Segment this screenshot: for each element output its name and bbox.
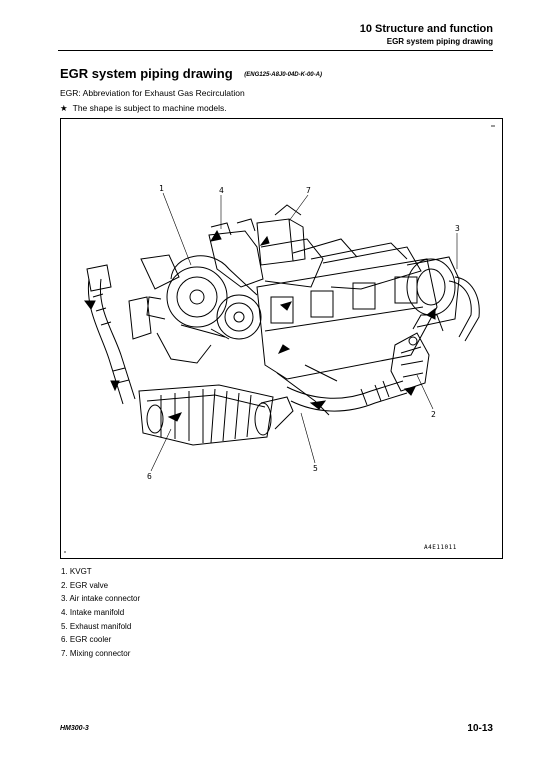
legend-item: 5. Exhaust manifold [61,621,132,631]
egr-piping-drawing: 1 4 7 3 2 5 6 [64,125,495,553]
legend-item: 7. Mixing connector [61,649,131,659]
left-egr-pipe [84,264,136,405]
mixing-connector [256,204,306,266]
egr-valve [390,332,430,396]
shape-note: ★ The shape is subject to machine models. [60,103,227,114]
callout-6: 6 [147,472,152,481]
intake-manifold [208,218,422,290]
callout-2: 2 [431,410,436,419]
page-title-code: (ENG125-A8J0-04D-K-00-A) [244,71,322,78]
legend-item: 2. EGR valve [61,580,109,590]
exhaust-manifold [256,258,438,416]
callout-3: 3 [455,224,460,233]
callout-4: 4 [219,186,224,195]
page-number: 10-13 [467,723,493,734]
star-icon: ★ [60,103,68,113]
legend-item: 4. Intake manifold [61,608,125,618]
air-intake-connector [406,256,480,342]
header-rule [58,50,493,51]
callout-1: 1 [159,184,164,193]
abbreviation-note: EGR: Abbreviation for Exhaust Gas Recirc… [60,88,245,98]
kvgt-turbocharger [128,254,262,364]
figure-frame: 1 4 7 3 2 5 6 [60,118,503,559]
legend-item: 6. EGR cooler [61,635,112,645]
legend-item: 1. KVGT [61,567,92,576]
figure-code: A4E11011 [424,544,457,551]
egr-cooler [138,384,294,446]
callout-7: 7 [306,186,311,195]
legend-item: 3. Air intake connector [61,594,141,604]
callout-labels: 1 4 7 3 2 5 6 [147,184,460,481]
page-title-text: EGR system piping drawing [60,66,233,81]
header-section: EGR system piping drawing [386,37,493,46]
page-title: EGR system piping drawing (ENG125-A8J0-0… [60,66,322,81]
shape-note-text: The shape is subject to machine models. [72,103,227,113]
header-chapter: 10 Structure and function [359,23,493,35]
callout-5: 5 [313,464,318,473]
egr-pipe-right [286,380,408,412]
footer-model: HM300-3 [60,725,89,732]
parts-legend: 1. KVGT 2. EGR valve 3. Air intake conne… [61,565,140,661]
leader-lines [150,192,458,472]
